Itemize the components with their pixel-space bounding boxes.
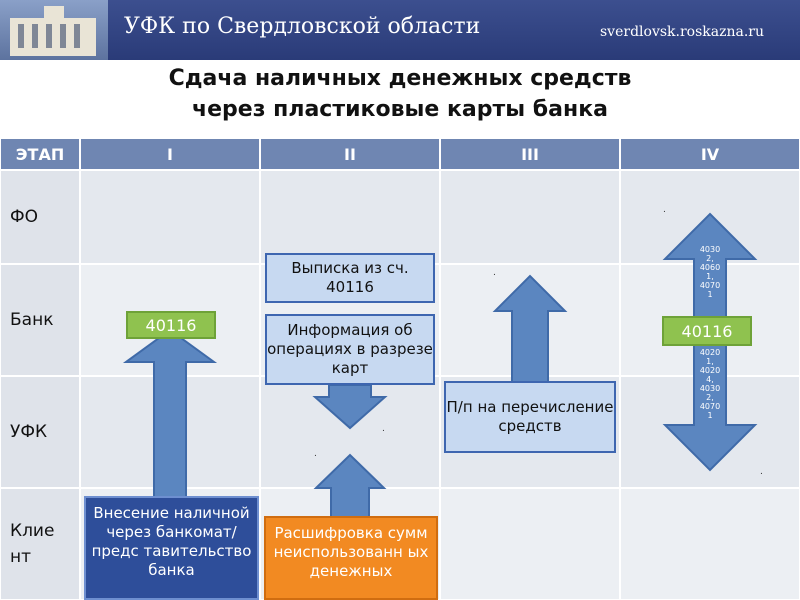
row-label-fo: ФО <box>0 170 80 264</box>
stage2-decode-box: Расшифровка сумм неиспользованн ых денеж… <box>264 516 438 600</box>
stage4-up-accounts: 4030 2, 4060 1, 4070 1 <box>699 245 721 299</box>
stage1-deposit-box: Внесение наличной через банкомат/предс т… <box>84 496 259 600</box>
table-header-stage-1: I <box>80 138 260 170</box>
stage1-account-box: 40116 <box>126 311 216 339</box>
header-title: УФК по Свердловской области <box>124 14 481 39</box>
stage4-down-accounts: 4020 1, 4020 4, 4030 2, 4070 1 <box>699 348 721 420</box>
row-label-bank: Банк <box>0 264 80 376</box>
cell <box>620 488 800 600</box>
stage2-down-arrow <box>312 384 388 430</box>
table-header-stage-2: II <box>260 138 440 170</box>
stage2-up-arrow <box>313 453 387 519</box>
row-label-ufk: УФК <box>0 376 80 488</box>
cell <box>80 170 260 264</box>
stage2-info-box: Информация об операциях в разрезе карт <box>265 314 435 385</box>
stage4-account-box: 40116 <box>662 316 752 346</box>
row-label-client: Клие нт <box>0 488 80 600</box>
stage2-statement-box: Выписка из сч. 40116 <box>265 253 435 303</box>
cell <box>440 170 620 264</box>
building-logo <box>0 0 108 60</box>
dot-marker: . <box>314 449 317 459</box>
table-header-stage-3: III <box>440 138 620 170</box>
header-site-url: sverdlovsk.roskazna.ru <box>600 24 765 40</box>
dot-marker: . <box>382 424 385 434</box>
dot-marker: . <box>493 268 496 278</box>
header-banner: УФК по Свердловской области sverdlovsk.r… <box>0 0 800 60</box>
stage3-payment-box: П/п на перечисление средств <box>444 381 616 453</box>
dot-marker: . <box>663 205 666 215</box>
stage1-up-arrow <box>122 328 218 501</box>
slide-title-line1: Сдача наличных денежных средств <box>168 66 632 91</box>
table-header-stage: ЭТАП <box>0 138 80 170</box>
dot-marker: . <box>760 467 763 477</box>
stage3-up-arrow <box>492 274 568 384</box>
slide-title: Сдача наличных денежных средств через пл… <box>0 63 800 125</box>
table-header-stage-4: IV <box>620 138 800 170</box>
slide-title-line2: через пластиковые карты банка <box>192 97 608 122</box>
